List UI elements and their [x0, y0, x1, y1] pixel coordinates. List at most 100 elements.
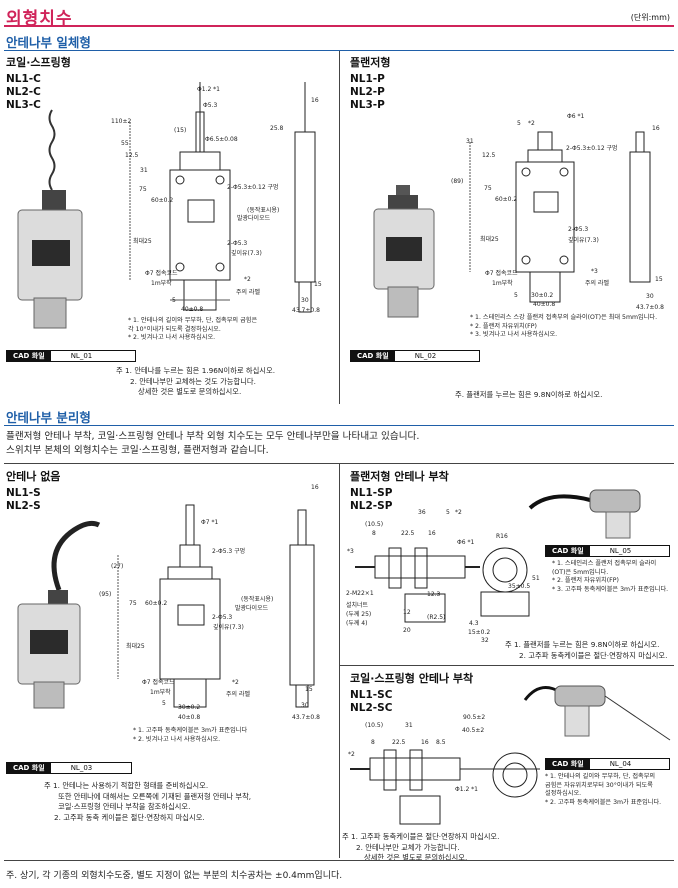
dim-label: 55 — [121, 140, 129, 147]
plunger-sp-footnotes: 주 1. 플랜저를 누르는 힘은 9.8N이하로 하십시오. 2. 고주파 동축… — [505, 640, 667, 661]
dim-label: 30 — [301, 297, 309, 304]
dim-label: 5 — [162, 700, 166, 707]
model-item: NL2-C — [6, 86, 41, 98]
dim-label: 2-Φ5.3±0.12 구멍 — [566, 145, 618, 152]
footnote-line: 2. 고주파 동축 케이블은 절단·연장하지 마십시오. — [54, 812, 205, 822]
coil-footnotes: 주 1. 안테나를 누르는 힘은 1.96N이하로 하십시오. 2. 안테나부만… — [116, 366, 275, 398]
dim-label: 60±0.2 — [495, 196, 518, 203]
dim-label: 최대25 — [126, 643, 145, 650]
note-line: * 2. 플랜저 자유위치(FP) — [552, 577, 619, 584]
dim-label: 35±0.5 — [508, 583, 531, 590]
no-antenna-heading: 안테나 없음 — [6, 470, 61, 483]
section2-intro: 플랜저형 안테나 부착, 코일·스프링형 안테나 부착 외형 치수도는 모두 안… — [6, 430, 419, 458]
coil-notes: * 1. 안테나의 길이와 무부하, 단, 접촉부의 굽힘은 각 10°이내가 … — [128, 317, 257, 343]
dim-label: 8 — [372, 530, 376, 537]
page-title: 외형치수 — [6, 9, 73, 29]
dim-label: 16 — [311, 484, 319, 491]
model-item: NL3-P — [350, 99, 385, 111]
dim-label: 22.5 — [392, 739, 406, 746]
coil-spring-block: 코일·스프링형 NL1-C NL2-C NL3-C — [6, 54, 71, 112]
coil-dimension-drawing — [129, 82, 316, 313]
dim-label: 32 — [481, 637, 489, 644]
dim-label: 40±0.8 — [181, 306, 204, 313]
dim-label: 5 — [446, 509, 450, 516]
plunger-sp-heading: 플랜저형 안테나 부착 — [350, 470, 449, 483]
plunger-sp-block: 플랜저형 안테나 부착 NL1-SP NL2-SP — [350, 468, 449, 513]
dim-label: 40±0.8 — [533, 301, 556, 308]
no-antenna-dimension-drawing — [117, 504, 315, 708]
dim-label: 4.3 — [469, 620, 479, 627]
note-line: * 1. 고주파 동축케이블은 3m가 표준입니다 — [133, 727, 248, 734]
dim-label: Φ6 *1 — [567, 113, 585, 120]
dim-label: 주의 라벨 — [585, 280, 609, 287]
dim-label: 최대25 — [480, 236, 499, 243]
note-line: * 2. 고주파 동축케이블은 3m가 표준입니다. — [545, 798, 662, 806]
coil-sc-notes: * 1. 안테나의 길이와 무부하, 단, 접촉부의 굽힘은 자유위치로부터 3… — [545, 773, 661, 807]
footnote-line: 2. 안테나부만 교체하는 것도 가능합니다. — [130, 376, 256, 386]
product-photo-coil — [17, 109, 83, 329]
dim-label: 31 — [140, 167, 148, 174]
dim-label: 60±0.2 — [145, 600, 168, 607]
cad-code: NL_04 — [609, 760, 632, 768]
dim-label: 22.5 — [401, 530, 415, 537]
dim-label: (10.5) — [365, 521, 384, 528]
dim-label: 1m부착 — [150, 689, 171, 696]
dim-label: (27) — [111, 563, 124, 570]
column-divider — [339, 51, 340, 404]
dim-label: 20 — [403, 627, 411, 634]
model-item: NL1-P — [350, 73, 385, 85]
footnote-line: 2. 고주파 동축케이블은 절단·연장하지 마십시오. — [519, 650, 668, 660]
model-list: NL1-S NL2-S — [6, 487, 60, 513]
cad-file-plunger[interactable]: CAD 화일 NL_02 — [350, 350, 480, 362]
dim-label: (동작표시용) — [241, 596, 274, 603]
dim-label: 36 — [418, 509, 426, 516]
footnote-line: 2. 안테나부만 교체가 가능합니다. — [356, 842, 460, 852]
dim-label: 2-M22×1 — [346, 590, 374, 597]
cad-label: CAD 화일 — [351, 351, 395, 361]
dim-label: Φ7 *1 — [201, 519, 219, 526]
dim-label: 15 — [314, 281, 322, 288]
dim-label: 발광다이오드 — [237, 215, 271, 222]
dim-label: 5 — [172, 297, 176, 304]
dim-label: 16 — [652, 125, 660, 132]
cad-file-no-antenna[interactable]: CAD 화일 NL_03 — [6, 762, 132, 774]
plunger-sp-dimension-drawing — [355, 547, 530, 623]
dim-label: 주의 라벨 — [236, 289, 260, 296]
footnote-line: 코일·스프링형 안테나 부착을 참조하십시오. — [58, 802, 191, 811]
dim-label: Φ7 접속코드 — [145, 270, 178, 277]
dim-label: *2 — [455, 509, 462, 516]
dim-label: (15) — [174, 127, 187, 134]
model-list: NL1-P NL2-P NL3-P — [350, 73, 390, 112]
cad-file-coil[interactable]: CAD 화일 NL_01 — [6, 350, 136, 362]
section-title-integrated: 안테나부 일체형 — [6, 35, 91, 50]
model-list: NL1-C NL2-C NL3-C — [6, 73, 71, 112]
dim-label: 31 — [466, 138, 474, 145]
dim-label: 8 — [371, 739, 375, 746]
dim-label: 16 — [428, 530, 436, 537]
dim-label: (R2.5) — [427, 614, 446, 621]
cad-file-plunger-sp[interactable]: CAD 화일 NL_05 — [545, 545, 670, 557]
dim-label: 2-Φ5.3 — [212, 614, 233, 621]
dim-label: 2-Φ5.3 — [568, 226, 589, 233]
cad-code: NL_02 — [414, 352, 437, 360]
dim-label: 16 — [311, 97, 319, 104]
dim-label: 8.5 — [436, 739, 446, 746]
footnote-line: 주 1. 안테나는 사용하기 적합한 형태를 준비하십시오. — [44, 781, 209, 790]
divider — [4, 860, 674, 861]
footnote-line: 주 1. 고주파 동축케이블은 절단·연장하지 마십시오. — [342, 832, 500, 841]
section-title-separate: 안테나부 분리형 — [6, 410, 91, 425]
coil-sc-footnotes: 주 1. 고주파 동축케이블은 절단·연장하지 마십시오. 2. 안테나부만 교… — [342, 832, 499, 864]
dim-label: Φ5.3 — [203, 102, 218, 109]
intro-line: 스위치부 본체의 외형치수는 코일·스프링형, 플랜저형과 같습니다. — [6, 445, 269, 456]
cad-file-coil-sc[interactable]: CAD 화일 NL_04 — [545, 758, 670, 770]
dim-label: 12 — [403, 609, 411, 616]
no-antenna-footnotes: 주 1. 안테나는 사용하기 적합한 형태를 준비하십시오. 또한 안테나에 대… — [44, 781, 251, 823]
coil-sc-block: 코일·스프링형 안테나 부착 NL1-SC NL2-SC — [350, 670, 473, 715]
note-line: * 1. 안테나의 길이와 무부하, 단, 접촉부의 굽힘은 — [128, 317, 258, 324]
model-item: NL1-SP — [350, 487, 393, 499]
dim-label: 75 — [139, 186, 147, 193]
title-rule — [4, 25, 674, 27]
cad-code: NL_03 — [70, 764, 93, 772]
dim-label: *3 — [591, 268, 598, 275]
dim-label: 43.7±0.8 — [292, 714, 320, 721]
